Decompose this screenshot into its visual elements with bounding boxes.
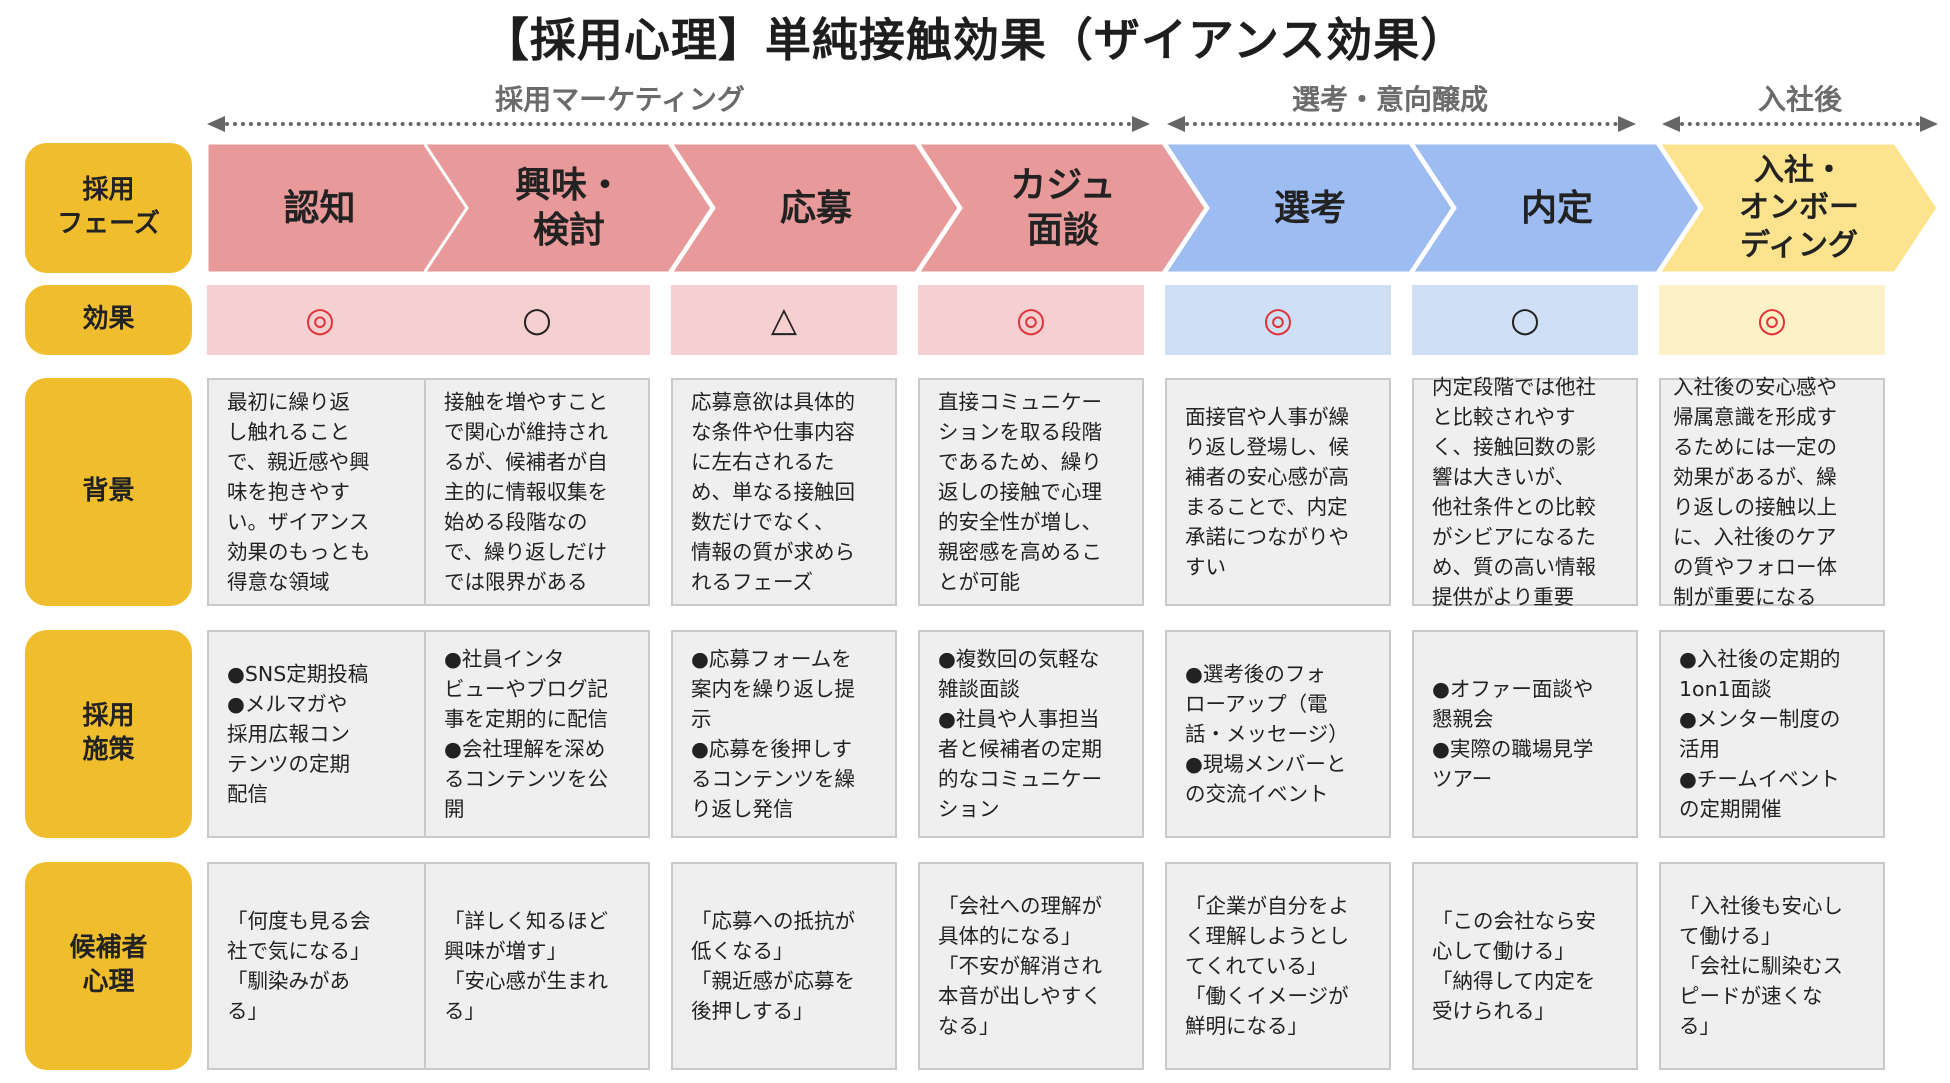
measures-cell: ●SNS定期投稿 ●メルマガや 採用広報コン テンツの定期 配信 bbox=[207, 630, 433, 838]
measures-cell: ●複数回の気軽な 雑談面談 ●社員や人事担当 者と候補者の定期 的なコミュニケー… bbox=[918, 630, 1144, 838]
phase-name: 内定 bbox=[1520, 187, 1593, 229]
psychology-cell: 「入社後も安心し て働ける」 「会社に馴染むス ピードが速くな る」 bbox=[1659, 862, 1885, 1070]
background-text: 直接コミュニケー ションを取る段階 であるため、繰り 返しの接触で心理 的安全性… bbox=[938, 390, 1102, 594]
group-arrow-onboarding bbox=[1662, 116, 1938, 132]
psychology-cell: 「詳しく知るほど 興味が増す」 「安心感が生まれ る」 bbox=[424, 862, 650, 1070]
group-label-onboarding: 入社後 bbox=[1757, 83, 1842, 116]
background-text: 内定段階では他社 と比較されやす く、接触回数の影 響は大きいが、 他社条件との… bbox=[1432, 375, 1596, 609]
background-cell: 入社後の安心感や 帰属意識を形成す るためには一定の 効果があるが、繰 り返しの… bbox=[1659, 375, 1885, 609]
background-text: 最初に繰り返 し触れること で、親近感や興 味を抱きやす い。ザイアンス 効果の… bbox=[227, 390, 371, 594]
psychology-cell: 「会社への理解が 具体的になる」 「不安が解消され 本音が出しやすく なる」 bbox=[918, 862, 1144, 1070]
effect-cell: ◎ bbox=[1165, 285, 1391, 355]
group-arrow-selection bbox=[1167, 116, 1636, 132]
measures-text: ●社員インタ ビューやブログ記 事を定期的に配信 ●会社理解を深め るコンテンツ… bbox=[444, 647, 608, 821]
effect-cell: ○ bbox=[424, 285, 650, 355]
row-label-effect: 効果 bbox=[25, 285, 192, 355]
effect-cell: ◎ bbox=[918, 285, 1144, 355]
effect-mark: ○ bbox=[1510, 300, 1540, 340]
psychology-text: 「入社後も安心し て働ける」 「会社に馴染むス ピードが速くな る」 bbox=[1679, 894, 1843, 1038]
group-arrow-marketing bbox=[207, 116, 1150, 132]
psychology-cell: 「応募への抵抗が 低くなる」 「親近感が応募を 後押しする」 bbox=[671, 862, 897, 1070]
page-title: 【採用心理】単純接触効果（ザイアンス効果） bbox=[482, 13, 1468, 67]
measures-cell: ●応募フォームを 案内を繰り返し提 示 ●応募を後押しす るコンテンツを繰 り返… bbox=[671, 630, 897, 838]
measures-cell: ●オファー面談や 懇親会 ●実際の職場見学 ツアー bbox=[1412, 630, 1638, 838]
effect-cell: ◎ bbox=[207, 285, 433, 355]
psychology-cell: 「この会社なら安 心して働ける」 「納得して内定を 受けられる」 bbox=[1412, 862, 1638, 1070]
measures-cell: ●入社後の定期的 1on1面談 ●メンター制度の 活用 ●チームイベント の定期… bbox=[1659, 630, 1885, 838]
effect-cell: ○ bbox=[1412, 285, 1638, 355]
phase-chevron-interest: 興味・ 検討 bbox=[424, 143, 714, 273]
row-label-measures: 採用 施策 bbox=[25, 630, 192, 838]
measures-text: ●入社後の定期的 1on1面談 ●メンター制度の 活用 ●チームイベント の定期… bbox=[1679, 647, 1841, 821]
phase-name: 入社・ オンボー ディング bbox=[1739, 152, 1859, 263]
row-label-psychology: 候補者 心理 bbox=[25, 862, 192, 1070]
background-cell: 応募意欲は具体的 な条件や仕事内容 に左右されるた め、単なる接触回 数だけでな… bbox=[671, 378, 897, 606]
group-label-selection: 選考・意向醸成 bbox=[1291, 83, 1488, 116]
psychology-cell: 「企業が自分をよ く理解しようとし てくれている」 「働くイメージが 鮮明になる… bbox=[1165, 862, 1391, 1070]
phase-chevron-casual-interview: カジュ 面談 bbox=[918, 143, 1208, 273]
measures-text: ●オファー面談や 懇親会 ●実際の職場見学 ツアー bbox=[1432, 677, 1594, 791]
effect-mark: ◎ bbox=[1757, 300, 1787, 340]
effect-mark: ◎ bbox=[1263, 300, 1293, 340]
psychology-text: 「企業が自分をよ く理解しようとし てくれている」 「働くイメージが 鮮明になる… bbox=[1185, 894, 1349, 1038]
phase-chevron-onboarding: 入社・ オンボー ディング bbox=[1659, 143, 1941, 273]
effect-mark: ◎ bbox=[305, 300, 335, 340]
psychology-text: 「詳しく知るほど 興味が増す」 「安心感が生まれ る」 bbox=[444, 909, 608, 1023]
psychology-text: 「何度も見る会 社で気になる」 「馴染みがあ る」 bbox=[227, 909, 371, 1023]
background-text: 面接官や人事が繰 り返し登場し、候 補者の安心感が高 まることで、内定 承諾につ… bbox=[1185, 405, 1349, 579]
phase-name: 応募 bbox=[779, 187, 852, 229]
phase-name: 興味・ 検討 bbox=[514, 165, 623, 251]
effect-cell: ◎ bbox=[1659, 285, 1885, 355]
phase-name: カジュ 面談 bbox=[1010, 165, 1116, 251]
background-cell: 面接官や人事が繰 り返し登場し、候 補者の安心感が高 まることで、内定 承諾につ… bbox=[1165, 378, 1391, 606]
measures-text: ●SNS定期投稿 ●メルマガや 採用広報コン テンツの定期 配信 bbox=[227, 662, 369, 806]
measures-cell: ●社員インタ ビューやブログ記 事を定期的に配信 ●会社理解を深め るコンテンツ… bbox=[424, 630, 650, 838]
phase-chevron-offer: 内定 bbox=[1412, 143, 1702, 273]
background-cell: 内定段階では他社 と比較されやす く、接触回数の影 響は大きいが、 他社条件との… bbox=[1412, 375, 1638, 609]
background-cell: 接触を増やすこと で関心が維持され るが、候補者が自 主的に情報収集を 始める段… bbox=[424, 378, 650, 606]
measures-cell: ●選考後のフォ ローアップ（電 話・メッセージ） ●現場メンバーと の交流イベン… bbox=[1165, 630, 1391, 838]
background-text: 入社後の安心感や 帰属意識を形成す るためには一定の 効果があるが、繰 り返しの… bbox=[1673, 375, 1837, 609]
effect-cell: △ bbox=[671, 285, 897, 355]
row-label-background: 背景 bbox=[25, 378, 192, 606]
row-label-phase: 採用 フェーズ bbox=[25, 143, 192, 273]
phase-name: 選考 bbox=[1273, 187, 1346, 229]
psychology-text: 「応募への抵抗が 低くなる」 「親近感が応募を 後押しする」 bbox=[691, 909, 855, 1023]
phase-chevron-apply: 応募 bbox=[671, 143, 961, 273]
background-text: 接触を増やすこと で関心が維持され るが、候補者が自 主的に情報収集を 始める段… bbox=[444, 390, 608, 594]
effect-mark: △ bbox=[770, 300, 798, 340]
effect-mark: ○ bbox=[522, 300, 552, 340]
background-cell: 最初に繰り返 し触れること で、親近感や興 味を抱きやす い。ザイアンス 効果の… bbox=[207, 378, 433, 606]
measures-text: ●応募フォームを 案内を繰り返し提 示 ●応募を後押しす るコンテンツを繰 り返… bbox=[691, 647, 855, 821]
background-text: 応募意欲は具体的 な条件や仕事内容 に左右されるた め、単なる接触回 数だけでな… bbox=[691, 390, 855, 594]
psychology-cell: 「何度も見る会 社で気になる」 「馴染みがあ る」 bbox=[207, 862, 433, 1070]
effect-mark: ◎ bbox=[1016, 300, 1046, 340]
psychology-text: 「この会社なら安 心して働ける」 「納得して内定を 受けられる」 bbox=[1432, 909, 1596, 1023]
background-cell: 直接コミュニケー ションを取る段階 であるため、繰り 返しの接触で心理 的安全性… bbox=[918, 378, 1144, 606]
phase-chevron-selection: 選考 bbox=[1165, 143, 1455, 273]
psychology-text: 「会社への理解が 具体的になる」 「不安が解消され 本音が出しやすく なる」 bbox=[938, 894, 1102, 1038]
measures-text: ●選考後のフォ ローアップ（電 話・メッセージ） ●現場メンバーと の交流イベン… bbox=[1185, 662, 1349, 806]
group-label-marketing: 採用マーケティング bbox=[495, 83, 745, 116]
measures-text: ●複数回の気軽な 雑談面談 ●社員や人事担当 者と候補者の定期 的なコミュニケー… bbox=[938, 647, 1102, 821]
phase-name: 認知 bbox=[283, 187, 356, 229]
